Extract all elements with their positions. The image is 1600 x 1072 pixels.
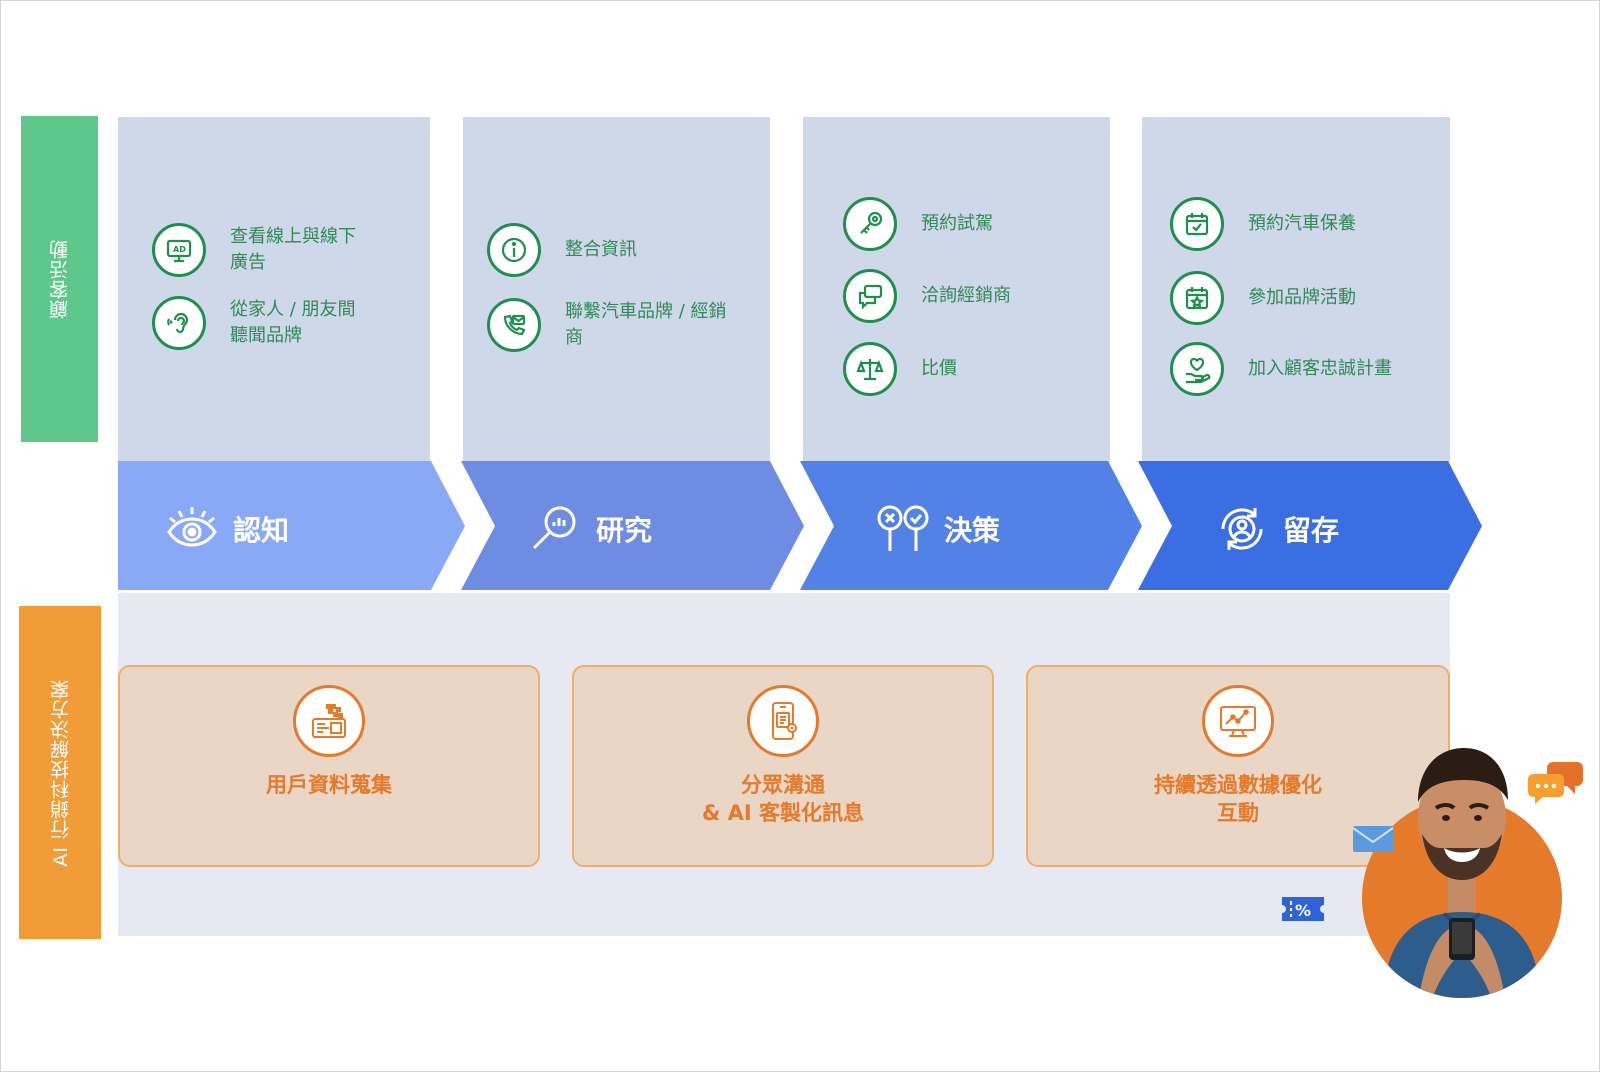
analytics-monitor-icon [1202, 685, 1274, 757]
heart-hand-icon [1170, 342, 1224, 396]
activity-text: 從家人 / 朋友間 聽聞品牌 [230, 299, 356, 346]
activity-item: 洽詢經銷商 [843, 269, 1011, 323]
activity-item: 整合資訊 [487, 223, 637, 277]
activity-item: 預約試駕 [843, 197, 993, 251]
stage-research: 研究 [528, 497, 652, 561]
data-collection-icon [293, 685, 365, 757]
stage-awareness: 認知 [165, 497, 289, 561]
ear-icon [152, 296, 206, 350]
activity-item: 參加品牌活動 [1170, 271, 1356, 325]
activity-text: 參加品牌活動 [1248, 287, 1356, 308]
activity-column-research: 整合資訊 聯繫汽車品牌 / 經銷 商 [463, 117, 770, 463]
scale-icon [843, 342, 897, 396]
pin-choice-icon [877, 505, 929, 551]
calendar-check-icon [1170, 197, 1224, 251]
customer-activity-label: 顧客活動 [21, 116, 98, 442]
solution-title: 分眾溝通 & AI 客製化訊息 [701, 773, 864, 825]
activity-column-retention: 預約汽車保養 參加品牌活動 加入顧客忠誠計畫 [1142, 117, 1450, 463]
activity-text: 預約汽車保養 [1248, 213, 1356, 234]
activity-item: 加入顧客忠誠計畫 [1170, 342, 1392, 396]
user-cycle-icon [1221, 508, 1263, 550]
activity-item: 預約汽車保養 [1170, 197, 1356, 251]
stage-decision: 決策 [876, 497, 1000, 561]
activity-text: 洽詢經銷商 [921, 285, 1011, 306]
stage-retention: 留存 [1215, 497, 1339, 561]
stage-arrow-awareness [118, 461, 465, 590]
activity-item: 比價 [843, 342, 957, 396]
stage-arrow-research [461, 461, 804, 590]
mobile-message-icon [747, 685, 819, 757]
mail-icon [1352, 826, 1394, 852]
activity-text: 加入顧客忠誠計畫 [1248, 358, 1392, 379]
coupon-icon: % [1282, 897, 1324, 921]
activity-item: 從家人 / 朋友間 聽聞品牌 [152, 296, 356, 350]
calendar-star-icon [1170, 271, 1224, 325]
chat-icon [1528, 762, 1583, 804]
activity-item: 聯繫汽車品牌 / 經銷 商 [487, 298, 727, 352]
solution-title: 用戶資料蒐集 [266, 773, 392, 797]
activity-column-awareness: AD 查看線上與線下 廣告 從家人 / 朋友間 聽聞品牌 [118, 117, 430, 463]
svg-text:%: % [1295, 901, 1311, 920]
chat-bubbles-icon [843, 269, 897, 323]
key-icon [843, 197, 897, 251]
ad-screen-icon: AD [152, 223, 206, 277]
magnifier-chart-icon [532, 506, 576, 550]
svg-text:AD: AD [173, 245, 186, 254]
info-icon [487, 223, 541, 277]
person-with-phone-illustration [1362, 748, 1562, 998]
activity-text: 聯繫汽車品牌 / 經銷 商 [565, 301, 727, 348]
activity-text: 查看線上與線下 廣告 [230, 226, 356, 273]
phone-mail-icon [487, 298, 541, 352]
ai-solutions-label: AI 行銷科技解決方案 [19, 606, 101, 939]
solution-title: 持續透過數據優化 互動 [1154, 773, 1322, 825]
stage-arrow-retention [1138, 461, 1482, 590]
activity-text: 整合資訊 [565, 239, 637, 260]
eye-icon [167, 507, 217, 547]
stage-arrow-decision [800, 461, 1142, 590]
solution-card: 分眾溝通 & AI 客製化訊息 [572, 665, 994, 867]
activity-item: AD 查看線上與線下 廣告 [152, 223, 356, 277]
activity-text: 預約試駕 [921, 213, 993, 234]
solution-card: 用戶資料蒐集 [118, 665, 540, 867]
activity-column-decision: 預約試駕 洽詢經銷商 比價 [803, 117, 1110, 463]
activity-text: 比價 [921, 358, 957, 379]
